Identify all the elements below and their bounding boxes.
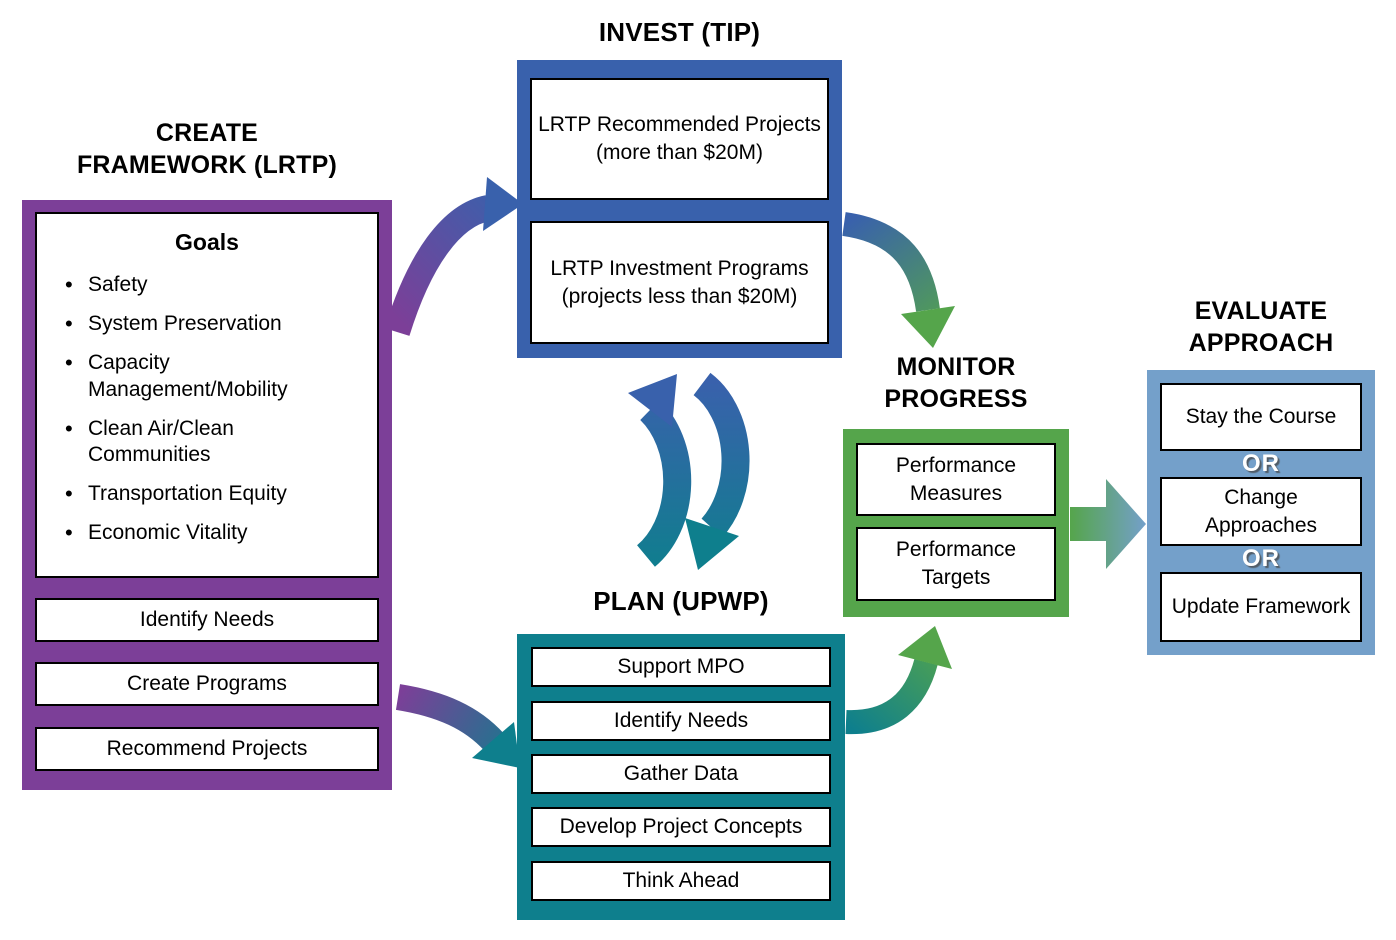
cycle-arrow-invest-to-plan: [685, 372, 750, 570]
goal-item: Clean Air/Clean Communities: [65, 415, 340, 470]
create-framework-item: Recommend Projects: [35, 727, 379, 771]
goals-box: Goals Safety System Preservation Capacit…: [35, 212, 379, 578]
goal-item: Economic Vitality: [65, 519, 340, 547]
monitor-panel: Performance Measures Performance Targets: [843, 429, 1069, 617]
evaluate-panel: Stay the Course OR Change Approaches OR …: [1147, 370, 1375, 655]
goal-item: Transportation Equity: [65, 480, 340, 508]
create-framework-item: Identify Needs: [35, 598, 379, 642]
invest-item: LRTP Recommended Projects (more than $20…: [530, 78, 829, 200]
monitor-item: Performance Measures: [856, 443, 1056, 516]
monitor-title: MONITOR PROGRESS: [833, 352, 1079, 415]
create-framework-title: CREATE FRAMEWORK (LRTP): [22, 118, 392, 181]
invest-panel: LRTP Recommended Projects (more than $20…: [517, 60, 842, 358]
evaluate-title: EVALUATE APPROACH: [1137, 296, 1385, 359]
monitor-item: Performance Targets: [856, 527, 1056, 601]
create-framework-title-line2: FRAMEWORK (LRTP): [76, 150, 338, 179]
evaluate-option: Stay the Course: [1160, 383, 1362, 451]
goal-item: Safety: [65, 271, 340, 299]
invest-title: INVEST (TIP): [598, 17, 761, 47]
arrow-create-to-invest: [384, 177, 523, 336]
cycle-arrow-plan-to-invest: [628, 374, 692, 567]
create-framework-item: Create Programs: [35, 662, 379, 706]
evaluate-option: Update Framework: [1160, 572, 1362, 642]
evaluate-title-line1: EVALUATE: [1194, 297, 1328, 325]
plan-panel: Support MPO Identify Needs Gather Data D…: [517, 634, 845, 920]
monitor-title-line1: MONITOR: [896, 353, 1016, 381]
evaluate-title-line2: APPROACH: [1188, 328, 1334, 357]
goal-item: Capacity Management/Mobility: [65, 349, 340, 404]
goal-item: System Preservation: [65, 310, 340, 338]
arrow-plan-to-monitor: [845, 626, 952, 735]
create-framework-title-line1: CREATE: [155, 119, 259, 147]
plan-item: Gather Data: [531, 754, 831, 794]
plan-item: Think Ahead: [531, 861, 831, 901]
arrow-monitor-to-evaluate: [1070, 479, 1146, 569]
evaluate-option: Change Approaches: [1160, 477, 1362, 546]
plan-item: Identify Needs: [531, 701, 831, 741]
arrow-invest-to-monitor: [841, 212, 955, 348]
plan-item: Support MPO: [531, 647, 831, 687]
goals-heading: Goals: [175, 229, 239, 255]
plan-title: PLAN (UPWP): [593, 586, 769, 616]
invest-item: LRTP Investment Programs (projects less …: [530, 221, 829, 344]
or-separator: OR: [1242, 450, 1280, 477]
arrow-create-to-plan: [395, 684, 520, 768]
goals-list: Safety System Preservation Capacity Mana…: [37, 271, 377, 547]
plan-item: Develop Project Concepts: [531, 807, 831, 847]
or-separator: OR: [1242, 545, 1280, 572]
create-framework-panel: Goals Safety System Preservation Capacit…: [22, 200, 392, 790]
monitor-title-line2: PROGRESS: [884, 384, 1028, 413]
